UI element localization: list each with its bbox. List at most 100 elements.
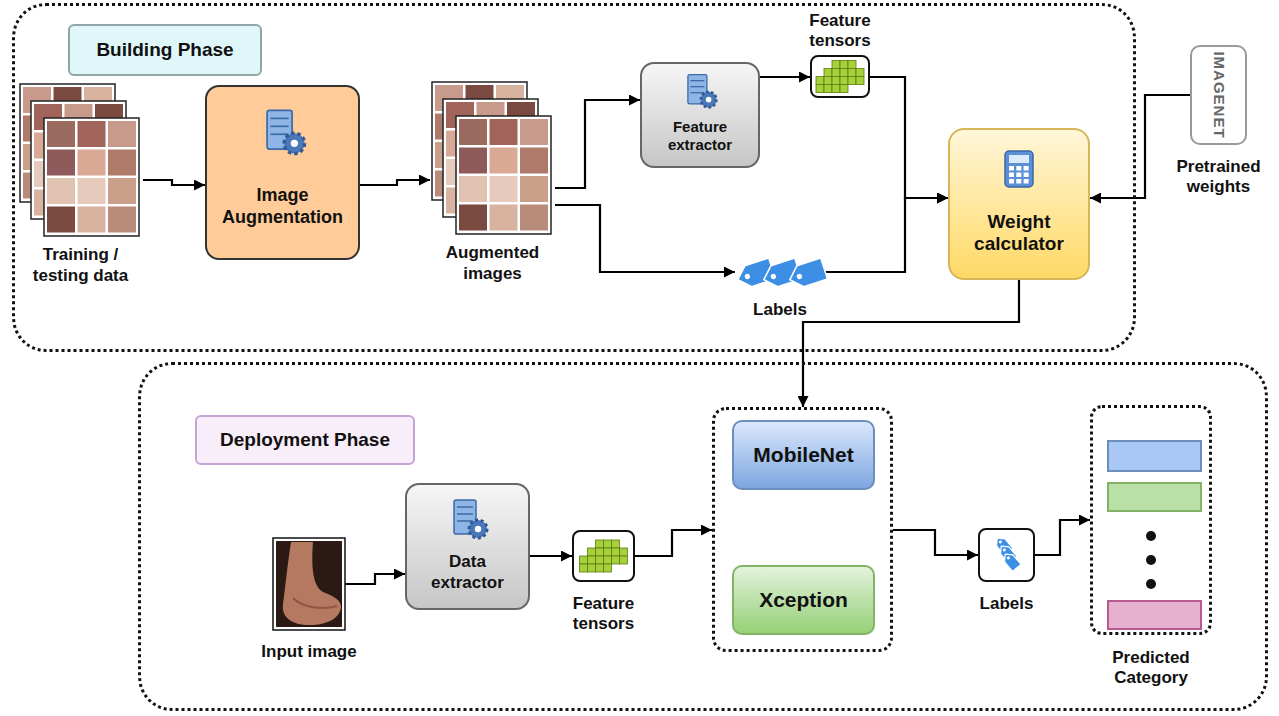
node-label: Image Augmentation <box>213 185 352 227</box>
server-gear-icon <box>681 72 719 110</box>
server-slot <box>457 520 473 522</box>
thumbnail <box>108 207 136 233</box>
tag-shape <box>1001 551 1021 572</box>
server-slot <box>691 92 705 93</box>
node-label: Feature extractor <box>648 118 752 153</box>
thumbnail <box>490 176 518 202</box>
tensor-cell <box>604 548 612 556</box>
thumbnail <box>459 205 487 231</box>
thumbnail <box>520 148 548 174</box>
foot-shade <box>293 598 337 608</box>
calculator-icon <box>1004 150 1034 188</box>
tag-hole <box>998 540 1002 544</box>
node-label: Data extractor <box>413 552 522 592</box>
server-slot <box>270 125 288 127</box>
node-label: Labels <box>735 300 825 320</box>
calculator-key <box>1024 173 1029 178</box>
thumbnail <box>459 119 487 145</box>
flow-arrow <box>803 280 1019 407</box>
flow-arrow <box>360 180 430 185</box>
image-stack-figure <box>430 80 555 238</box>
process-box: Weight calculator <box>948 128 1090 280</box>
node-label: IMAGENET <box>1210 51 1228 138</box>
tag-hole <box>1006 556 1010 560</box>
tensor-cell <box>620 548 628 556</box>
tensor-cell <box>832 69 840 77</box>
output-group: Predicted Category <box>1090 405 1212 635</box>
photo-frame <box>273 538 345 630</box>
ellipsis-dot <box>1146 531 1156 541</box>
flow-arrow <box>870 77 948 198</box>
tensor-cell <box>840 61 848 69</box>
category-bar <box>1108 483 1201 511</box>
thumbnail <box>520 205 548 231</box>
server-gear-icon <box>258 107 308 157</box>
process-box: Feature extractor <box>640 62 760 168</box>
calculator-key <box>1009 179 1014 184</box>
phase-heading: Building Phase <box>68 24 262 76</box>
sheet-frame <box>456 116 551 234</box>
flow-arrow <box>555 205 735 272</box>
node-label: Pretrained weights <box>1163 157 1275 197</box>
tensor-cell <box>612 540 620 548</box>
node-label: Xception <box>759 588 848 613</box>
icon-group <box>267 110 305 153</box>
server-slot <box>691 80 705 81</box>
model-box: MobileNet <box>732 420 875 490</box>
photo-ground <box>276 541 342 627</box>
node-label: Predicted Category <box>1086 648 1216 688</box>
thumbnail <box>47 178 75 204</box>
gear-teeth <box>284 133 304 153</box>
tensor-cell <box>848 69 856 77</box>
thumbnail <box>78 178 106 204</box>
node-label: MobileNet <box>753 443 853 468</box>
thumbnail <box>78 121 106 147</box>
thumbnail <box>520 176 548 202</box>
server-gear-icon <box>446 497 490 541</box>
tensor-cell <box>604 540 612 548</box>
tag-hole <box>770 273 777 280</box>
calculator-body <box>1005 151 1033 187</box>
thumbnail <box>108 178 136 204</box>
tensor-cell <box>604 564 612 572</box>
thumbnail <box>459 176 487 202</box>
tensor-cell <box>824 69 832 77</box>
flow-arrow <box>1090 95 1190 198</box>
tag-hole <box>1002 548 1006 552</box>
thumbnail <box>78 150 106 176</box>
flow-arrow <box>530 555 572 557</box>
tensor-cell <box>840 77 848 85</box>
tensor-cell <box>612 548 620 556</box>
tag-hole <box>744 273 751 280</box>
model-group: MobileNetXception <box>712 407 893 652</box>
gear-teeth <box>469 520 487 538</box>
calculator-key <box>1024 179 1029 184</box>
tensor-box: Feature tensors <box>572 530 635 582</box>
tensor-cell <box>588 564 596 572</box>
phase-group: Building PhaseTraining / testing data Ima… <box>12 3 1136 352</box>
flow-arrow <box>760 76 810 78</box>
image-stack: Training / testing data <box>18 82 143 291</box>
tensor-cell <box>824 77 832 85</box>
thumbnail <box>47 121 75 147</box>
image-stack: Augmented images <box>430 80 555 289</box>
flow-arrow <box>555 100 640 188</box>
tensor-cell <box>596 556 604 564</box>
thumbnail <box>459 148 487 174</box>
image-stack-figure <box>18 82 143 240</box>
phase-group: Deployment PhaseInput imageData extracto… <box>138 362 1268 711</box>
tag-shape <box>786 258 827 290</box>
flow-arrow <box>893 530 978 555</box>
tensor-cell <box>596 548 604 556</box>
calculator-key <box>1009 173 1014 178</box>
flow-arrow <box>635 530 712 556</box>
tensor-cell <box>588 548 596 556</box>
tensor-cell <box>604 556 612 564</box>
server-slot <box>691 86 705 87</box>
image-sheet <box>456 116 551 234</box>
tensor-grid-icon <box>574 532 633 580</box>
tensor-grid-icon <box>812 57 868 96</box>
category-bar <box>1108 601 1201 629</box>
gear-teeth <box>701 92 717 108</box>
